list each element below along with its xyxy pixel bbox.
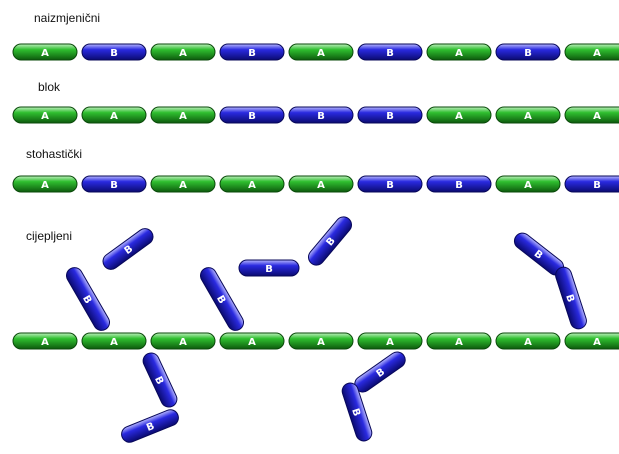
monomer-b-graft: B bbox=[198, 265, 247, 334]
monomer-a: A bbox=[151, 107, 215, 123]
monomer-b-graft: B bbox=[554, 265, 589, 331]
monomer-letter: A bbox=[41, 111, 49, 122]
monomer-b: B bbox=[220, 44, 284, 60]
monomer-a: A bbox=[13, 44, 77, 60]
monomer-letter: A bbox=[248, 337, 256, 348]
monomer-a: A bbox=[13, 333, 77, 349]
monomer-a: A bbox=[220, 176, 284, 192]
label-block: blok bbox=[38, 80, 61, 94]
monomer-a: A bbox=[289, 44, 353, 60]
monomer-a: A bbox=[496, 176, 560, 192]
monomer-letter: A bbox=[455, 111, 463, 122]
monomer-letter: A bbox=[524, 180, 532, 191]
monomer-a: A bbox=[565, 107, 619, 123]
monomer-a: A bbox=[82, 107, 146, 123]
monomer-a: A bbox=[427, 333, 491, 349]
monomer-b-graft: B bbox=[340, 381, 374, 443]
monomer-letter: A bbox=[386, 337, 394, 348]
monomer-letter: A bbox=[179, 180, 187, 191]
monomer-b: B bbox=[565, 176, 619, 192]
monomer-letter: A bbox=[179, 337, 187, 348]
monomer-letter: A bbox=[524, 111, 532, 122]
monomer-b-graft: B bbox=[64, 265, 113, 334]
monomer-letter: B bbox=[317, 111, 325, 122]
monomer-b: B bbox=[427, 176, 491, 192]
monomer-letter: A bbox=[41, 180, 49, 191]
monomer-letter: B bbox=[386, 111, 394, 122]
monomer-b-graft: B bbox=[100, 225, 156, 272]
monomer-letter: B bbox=[386, 48, 394, 59]
label-random: stohastički bbox=[26, 147, 82, 161]
monomer-b: B bbox=[220, 107, 284, 123]
monomer-letter: A bbox=[317, 48, 325, 59]
monomer-b: B bbox=[358, 44, 422, 60]
monomer-b: B bbox=[82, 44, 146, 60]
monomer-letter: A bbox=[110, 337, 118, 348]
monomer-b: B bbox=[358, 176, 422, 192]
monomer-letter: B bbox=[110, 48, 118, 59]
monomer-letter: B bbox=[524, 48, 532, 59]
monomer-letter: A bbox=[110, 111, 118, 122]
label-graft: cijepljeni bbox=[26, 229, 72, 243]
monomer-letter: A bbox=[248, 180, 256, 191]
monomer-a: A bbox=[565, 333, 619, 349]
monomer-letter: A bbox=[317, 180, 325, 191]
monomer-letter: A bbox=[179, 111, 187, 122]
monomer-letter: B bbox=[248, 48, 256, 59]
monomer-a: A bbox=[565, 44, 619, 60]
monomer-letter: A bbox=[179, 48, 187, 59]
monomer-a: A bbox=[82, 333, 146, 349]
monomer-letter: A bbox=[593, 111, 601, 122]
monomer-letter: B bbox=[386, 180, 394, 191]
monomer-a: A bbox=[358, 333, 422, 349]
monomer-letter: A bbox=[455, 337, 463, 348]
monomer-a: A bbox=[151, 333, 215, 349]
monomer-a: A bbox=[496, 333, 560, 349]
monomer-a: A bbox=[289, 176, 353, 192]
monomer-letter: B bbox=[110, 180, 118, 191]
monomer-letter: A bbox=[593, 337, 601, 348]
monomer-letter: A bbox=[455, 48, 463, 59]
monomer-b-graft: B bbox=[239, 260, 299, 276]
monomer-b: B bbox=[358, 107, 422, 123]
monomer-b: B bbox=[82, 176, 146, 192]
monomer-a: A bbox=[427, 107, 491, 123]
monomer-b-graft: B bbox=[352, 349, 409, 395]
monomer-letter: A bbox=[41, 337, 49, 348]
monomer-a: A bbox=[427, 44, 491, 60]
monomer-b-graft: B bbox=[140, 350, 179, 409]
monomer-a: A bbox=[13, 107, 77, 123]
monomer-b: B bbox=[496, 44, 560, 60]
label-alternating: naizmjenični bbox=[34, 11, 100, 25]
monomer-b: B bbox=[289, 107, 353, 123]
monomer-b-graft: B bbox=[305, 214, 355, 269]
monomer-letter: B bbox=[455, 180, 463, 191]
monomer-a: A bbox=[496, 107, 560, 123]
monomer-b-graft: B bbox=[119, 407, 181, 444]
monomer-a: A bbox=[289, 333, 353, 349]
monomer-a: A bbox=[220, 333, 284, 349]
monomer-a: A bbox=[151, 44, 215, 60]
monomer-letter: A bbox=[524, 337, 532, 348]
monomer-letter: B bbox=[593, 180, 601, 191]
monomer-letter: A bbox=[41, 48, 49, 59]
monomer-letter: A bbox=[317, 337, 325, 348]
monomer-letter: A bbox=[593, 48, 601, 59]
monomer-a: A bbox=[151, 176, 215, 192]
monomer-a: A bbox=[13, 176, 77, 192]
monomer-letter: B bbox=[265, 264, 273, 275]
monomer-letter: B bbox=[248, 111, 256, 122]
